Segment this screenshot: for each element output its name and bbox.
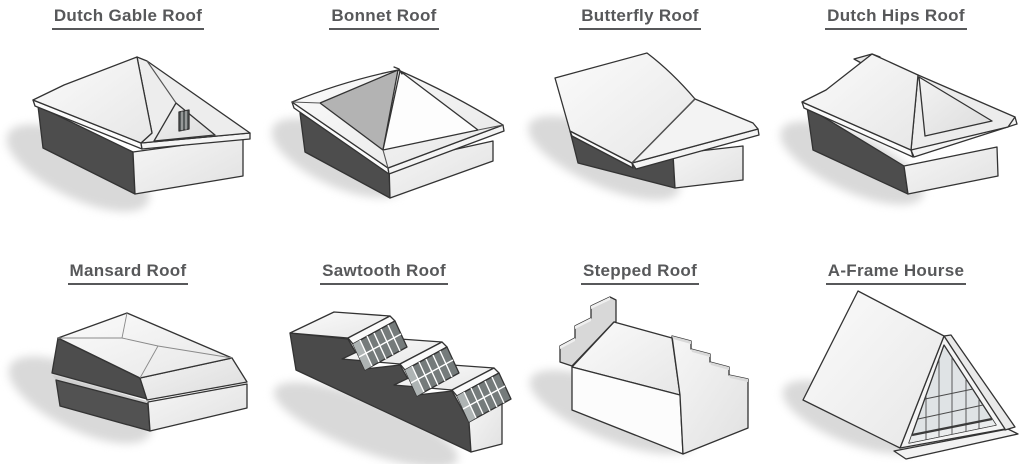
bonnet-roof-illustration [271,66,505,199]
figure-bonnet-roof: Bonnet Roof [256,0,512,232]
figure-title: Mansard Roof [0,261,256,285]
roof-shape [554,52,760,170]
butterfly-roof-illustration [528,52,760,201]
stepped-roof-illustration [529,296,749,455]
roof-shape [291,66,505,175]
dormer-window [178,109,190,132]
figure-title: Dutch Gable Roof [0,6,256,30]
gable-face [918,76,993,137]
figure-title: A-Frame Hourse [768,261,1024,285]
mansard-roof-illustration [8,312,248,444]
figure-title: Stepped Roof [512,261,768,285]
building-walls [37,105,244,195]
roof-shape [801,53,1018,158]
dutch-gable-roof-illustration [6,56,251,212]
figure-mansard-roof: Mansard Roof [0,232,256,464]
roof-shape [32,56,251,150]
building-walls [806,106,999,195]
figure-butterfly-roof: Butterfly Roof [512,0,768,232]
shaded-pyramid-face [319,69,399,151]
figure-dutch-hips-roof: Dutch Hips Roof [768,0,1024,232]
figure-title: Dutch Hips Roof [768,6,1024,30]
roof-shape [51,312,248,401]
roof-shape [802,290,1016,449]
sawtooth-teeth [289,311,512,423]
figure-dutch-gable-roof: Dutch Gable Roof [0,0,256,232]
base-slab [893,428,1019,460]
figure-title: Sawtooth Roof [256,261,512,285]
figure-sawtooth-roof: Sawtooth Roof [256,232,512,464]
figure-a-frame-hourse: A-Frame Hourse [768,232,1024,464]
building-walls [52,375,248,432]
dutch-hips-roof-illustration [780,53,1018,205]
figure-stepped-roof: Stepped Roof [512,232,768,464]
left-slope [802,290,945,449]
sawtooth-roof-illustration [274,311,512,464]
stepped-parapet-near [671,335,749,455]
building-walls [299,112,494,199]
a-frame-hourse-illustration [782,290,1019,460]
building-walls [571,335,749,455]
building-shadow [274,382,458,464]
figure-title: Bonnet Roof [256,6,512,30]
figure-title: Butterfly Roof [512,6,768,30]
